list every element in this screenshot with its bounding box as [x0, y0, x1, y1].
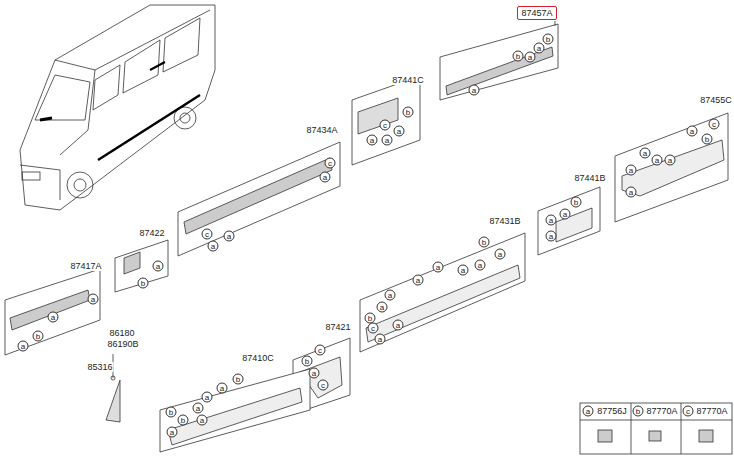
- callout-letter: a: [153, 261, 164, 272]
- callout-letter: a: [546, 215, 557, 226]
- legend-table: [580, 403, 732, 454]
- callout-letter: a: [413, 275, 424, 286]
- callout-letter: a: [385, 290, 396, 301]
- callout-letter: b: [479, 237, 490, 248]
- callout-letter: a: [377, 302, 388, 313]
- callout-letter: a: [197, 415, 208, 426]
- callout-letter: a: [469, 85, 480, 96]
- callout-letter: c: [315, 345, 326, 356]
- part-number: 86180: [108, 328, 135, 338]
- callout-letter: a: [309, 368, 320, 379]
- callout-letter: a: [375, 334, 386, 345]
- callout-letter: b: [403, 107, 414, 118]
- part-number: 87410C: [241, 353, 275, 363]
- callout-letter: b: [233, 374, 244, 385]
- callout-letter: b: [513, 51, 524, 62]
- callout-letter: c: [683, 406, 694, 417]
- part-number: 87421: [324, 322, 351, 332]
- callout-letter: a: [433, 262, 444, 273]
- callout-letter: a: [217, 383, 228, 394]
- callout-letter: a: [202, 392, 213, 403]
- part-number: 87422: [138, 228, 165, 238]
- callout-letter: b: [178, 415, 189, 426]
- callout-letter: a: [665, 155, 676, 166]
- part-number: 87770A: [645, 406, 678, 416]
- part-number: 85316: [86, 362, 113, 372]
- highlight-box: 87457A: [517, 6, 556, 20]
- callout-letter: a: [652, 155, 663, 166]
- callout-letter: a: [88, 294, 99, 305]
- callout-letter: c: [325, 158, 336, 169]
- callout-letter: a: [48, 312, 59, 323]
- callout-letter: a: [640, 148, 651, 159]
- callout-letter: c: [709, 119, 720, 130]
- callout-letter: c: [318, 380, 329, 391]
- callout-letter: a: [382, 135, 393, 146]
- callout-letter: a: [393, 320, 404, 331]
- callout-letter: a: [18, 341, 29, 352]
- callout-letter: a: [475, 260, 486, 271]
- callout-letter: a: [687, 126, 698, 137]
- callout-letter: b: [166, 407, 177, 418]
- callout-letter: a: [367, 135, 378, 146]
- callout-letter: a: [546, 231, 557, 242]
- part-number: 87441B: [573, 173, 606, 183]
- callout-letter: b: [33, 331, 44, 342]
- callout-letter: c: [202, 229, 213, 240]
- part-number: 86190B: [106, 339, 139, 349]
- part-number: 87756J: [596, 406, 628, 416]
- callout-letter: a: [320, 172, 331, 183]
- callout-letter: b: [138, 278, 149, 289]
- van-illustration: [20, 5, 215, 210]
- callout-letter: b: [302, 356, 313, 367]
- callout-letter: b: [543, 34, 554, 45]
- callout-letter: a: [458, 265, 469, 276]
- part-number: 87431B: [488, 216, 521, 226]
- part-number: 87417A: [69, 261, 102, 271]
- callout-letter: a: [208, 241, 219, 252]
- callout-letter: a: [626, 187, 637, 198]
- part-number: 87455C: [699, 95, 733, 105]
- callout-letter: a: [167, 427, 178, 438]
- callout-letter: a: [394, 126, 405, 137]
- callout-letter: a: [560, 209, 571, 220]
- part-number: 87434A: [305, 125, 338, 135]
- callout-letter: b: [702, 134, 713, 145]
- callout-letter: b: [633, 406, 644, 417]
- callout-letter: b: [571, 197, 582, 208]
- callout-letter: a: [495, 249, 506, 260]
- callout-letter: a: [583, 406, 594, 417]
- callout-letter: a: [224, 231, 235, 242]
- part-number: 87457A: [521, 8, 552, 18]
- callout-letter: c: [380, 120, 391, 131]
- callout-letter: a: [534, 43, 545, 54]
- part-number: 87770A: [695, 406, 728, 416]
- part-number: 87441C: [391, 75, 425, 85]
- callout-letter: a: [193, 403, 204, 414]
- callout-letter: a: [525, 52, 536, 63]
- callout-letter: c: [368, 323, 379, 334]
- callout-letter: a: [626, 165, 637, 176]
